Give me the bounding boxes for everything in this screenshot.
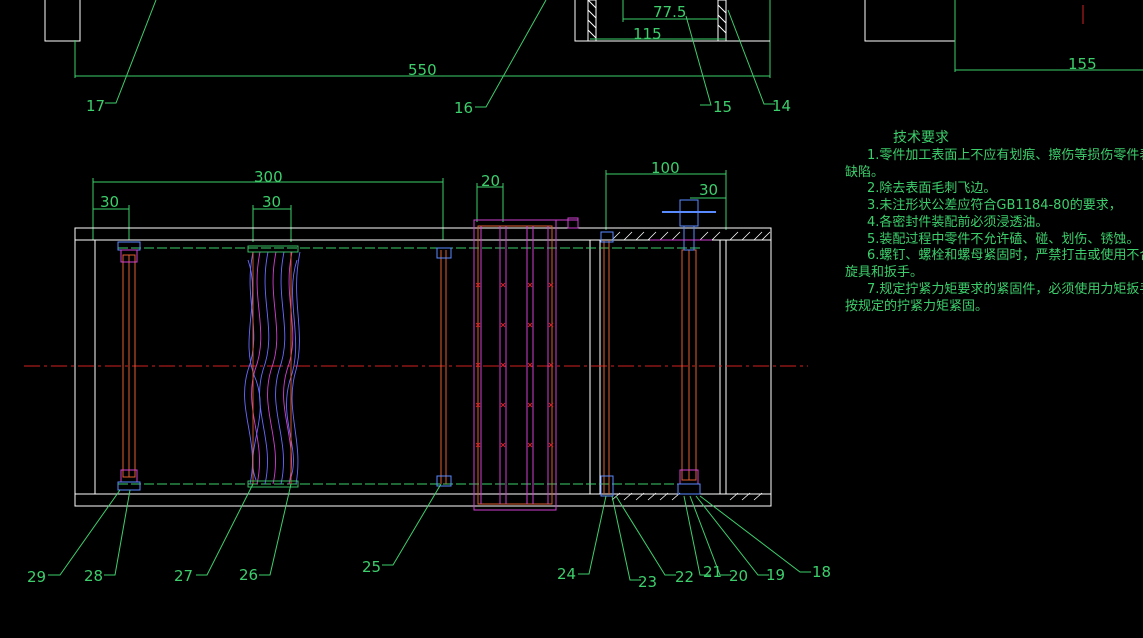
dim-77-5: 77.5 [653, 3, 686, 21]
balloon-20: 20 [729, 567, 748, 585]
note-line-5: 4.各密封件装配前必须浸透油。 [867, 214, 1048, 230]
balloon-21: 21 [703, 563, 722, 581]
dim-115: 115 [633, 25, 662, 43]
note-line-9: 7.规定拧紧力矩要求的紧固件，必须使用力矩扳手，并 [867, 281, 1143, 297]
note-line-1: 1.零件加工表面上不应有划痕、擦伤等损伤零件表面的 [867, 147, 1143, 163]
technical-requirements: 技术要求 1.零件加工表面上不应有划痕、擦伤等损伤零件表面的 缺陷。 2.除去表… [845, 130, 1143, 314]
balloon-27: 27 [174, 567, 193, 585]
balloon-17: 17 [86, 97, 105, 115]
note-line-7: 6.螺钉、螺栓和螺母紧固时，严禁打击或使用不合适的 [867, 247, 1143, 263]
balloon-19: 19 [766, 566, 785, 584]
mesh-pack [244, 245, 301, 488]
note-line-8: 旋具和扳手。 [845, 264, 923, 280]
inner-rails [118, 247, 700, 485]
dim-30-left: 30 [100, 193, 119, 211]
balloon-24: 24 [557, 565, 576, 583]
dim-30-mesh: 30 [262, 193, 281, 211]
top-view-fragment [44, 0, 1084, 78]
tie-rod-middle [436, 247, 452, 487]
balloon-23: 23 [638, 573, 657, 591]
main-dimension-lines [92, 170, 727, 242]
dim-20: 20 [481, 172, 500, 190]
tie-rod-left [117, 241, 141, 491]
note-line-10: 按规定的拧紧力矩紧固。 [845, 298, 988, 314]
tensioner-assembly [650, 199, 716, 495]
housing-outline [74, 227, 772, 507]
dim-300: 300 [254, 168, 283, 186]
balloon-14: 14 [772, 97, 791, 115]
note-line-6: 5.装配过程中零件不允许磕、碰、划伤、锈蚀。 [867, 231, 1139, 247]
dim-155: 155 [1068, 55, 1097, 73]
notes-title: 技术要求 [893, 130, 949, 146]
balloon-15: 15 [713, 98, 732, 116]
note-line-3: 2.除去表面毛刺飞边。 [867, 181, 996, 196]
plate-stack-markers [475, 282, 554, 448]
tie-rod-24 [600, 231, 614, 497]
plate-stack [473, 217, 579, 511]
bottom-leader-lines [48, 483, 811, 581]
balloon-29: 29 [27, 568, 46, 586]
note-line-2: 缺陷。 [845, 165, 884, 180]
balloon-18: 18 [812, 563, 831, 581]
balloon-25: 25 [362, 558, 381, 576]
dim-30-right: 30 [699, 181, 718, 199]
balloon-16: 16 [454, 99, 473, 117]
dim-550: 550 [408, 61, 437, 79]
top-dimension-lines [75, 0, 1143, 77]
balloon-26: 26 [239, 566, 258, 584]
dim-100: 100 [651, 159, 680, 177]
top-leader-lines [105, 0, 775, 108]
balloon-22: 22 [675, 568, 694, 586]
note-line-4: 3.未注形状公差应符合GB1184-80的要求， [867, 197, 1122, 213]
balloon-28: 28 [84, 567, 103, 585]
